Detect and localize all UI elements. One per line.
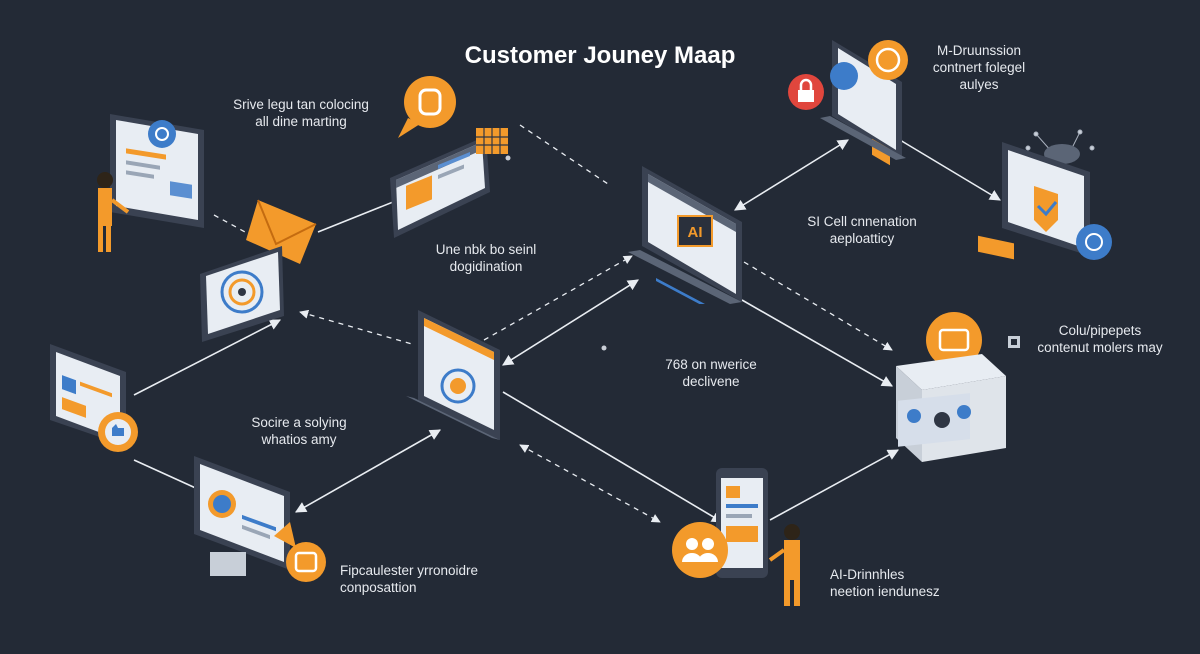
dashed-connector [483, 255, 633, 341]
ai-screen-node[interactable]: AI [626, 162, 752, 304]
chat-bubble-icon [868, 40, 908, 80]
chat-bubble-icon [148, 120, 176, 148]
network-hub-icon [1044, 144, 1080, 164]
connector-line [741, 299, 893, 387]
shield-monitor-node[interactable] [970, 124, 1116, 272]
dashboard-icon [926, 312, 982, 368]
audience-dashboard-node[interactable] [886, 306, 1012, 468]
tablet-like-node[interactable] [48, 340, 140, 458]
chat-bubble-node[interactable] [390, 72, 460, 144]
central-laptop-node[interactable] [400, 306, 510, 446]
connector-line [899, 139, 1001, 201]
audience-icon [898, 393, 970, 447]
connector-line [502, 279, 639, 366]
dashed-connector [519, 124, 609, 185]
target-icon [440, 368, 476, 404]
camera-icon [286, 542, 326, 582]
dot-marker [601, 345, 607, 351]
square-marker [1008, 336, 1020, 348]
dot-marker [505, 155, 511, 161]
chat-bubble-icon [418, 88, 442, 116]
connector-line [133, 319, 281, 396]
ai-chip-label: AI [688, 224, 703, 241]
target-icon [220, 270, 264, 314]
connector-line [295, 429, 441, 513]
email-target-node[interactable] [196, 196, 320, 346]
security-laptop-node[interactable] [784, 36, 914, 166]
browser-window-node[interactable] [386, 122, 514, 242]
ai-chip-icon [678, 216, 712, 246]
person-at-monitor-node[interactable] [86, 108, 214, 258]
community-icon [672, 522, 728, 578]
connector-line [133, 459, 201, 491]
shield-check-icon [1034, 186, 1058, 232]
dashed-connector [743, 261, 893, 351]
mobile-community-node[interactable] [670, 464, 820, 612]
dashed-connector [519, 444, 661, 523]
connector-line [734, 139, 849, 211]
page-title: Customer Jouney Maap [464, 42, 736, 69]
connector-line [769, 449, 899, 521]
settings-badge-icon [1076, 224, 1112, 260]
profile-monitor-node[interactable] [190, 452, 330, 588]
